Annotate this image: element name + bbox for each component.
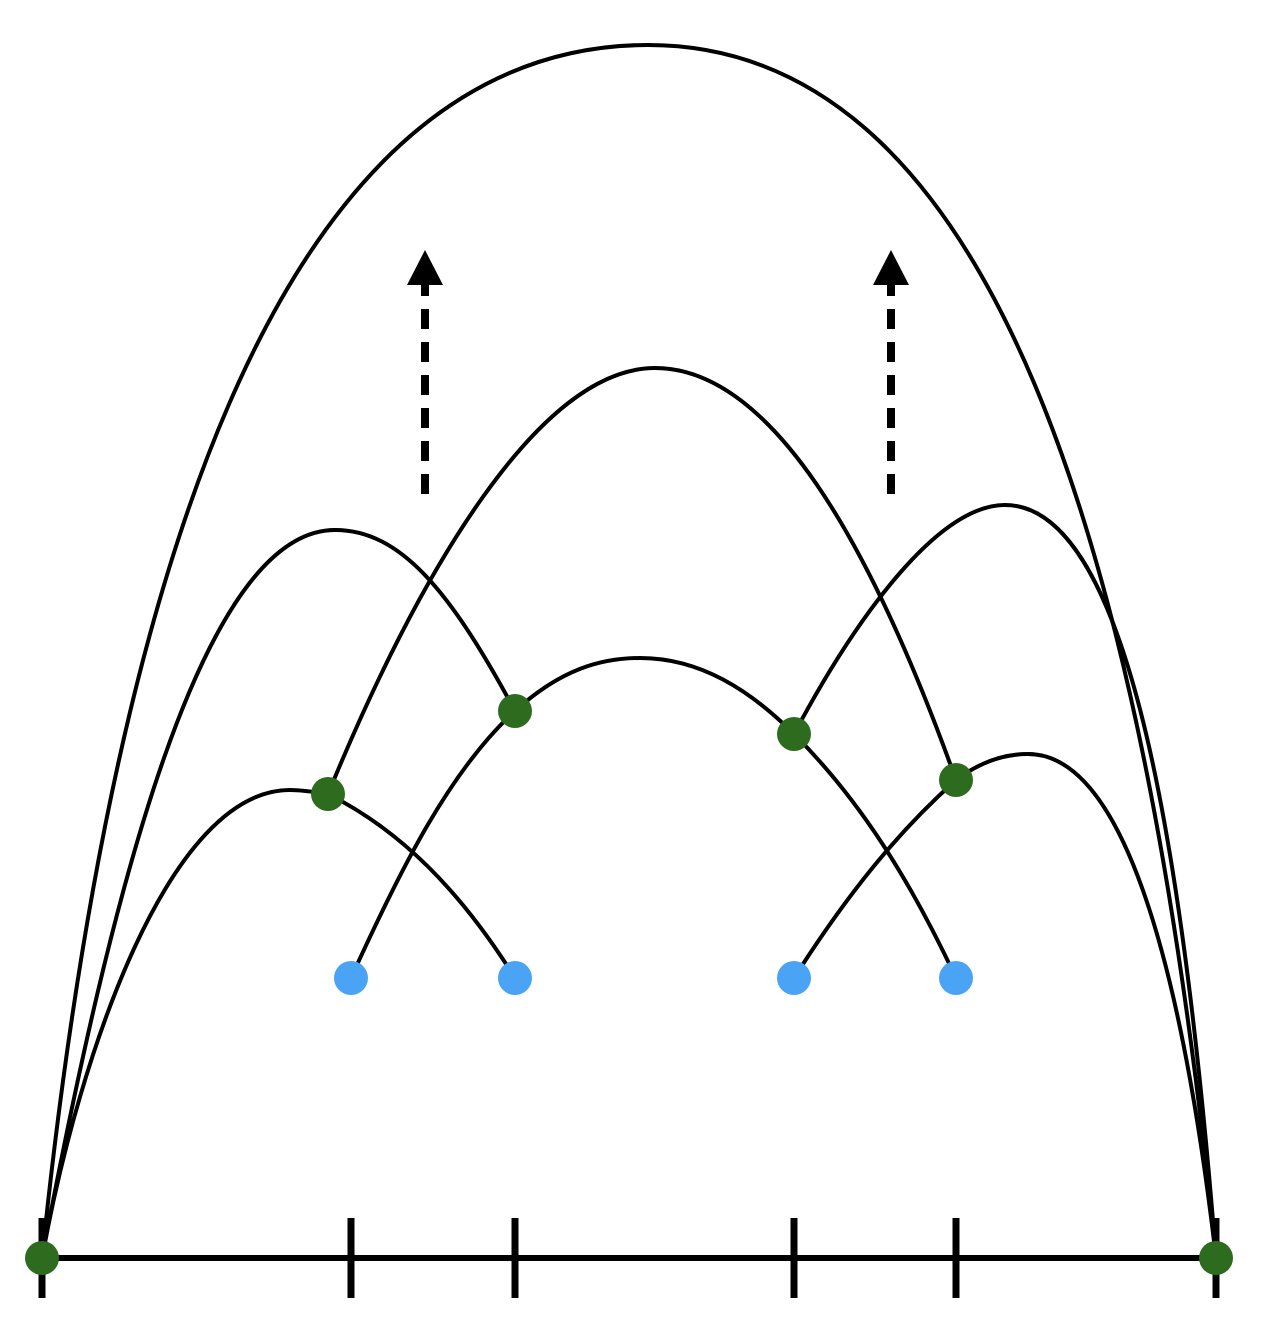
arc-blue-3-to-green-4 <box>792 778 958 980</box>
arc-green-3-to-blue-4 <box>792 732 958 980</box>
node-layer <box>25 694 1233 1275</box>
arrow-head <box>873 250 909 285</box>
arrow-head <box>407 250 443 285</box>
node-green-1 <box>311 777 345 811</box>
arc-green-1-to-green-4 <box>326 365 958 796</box>
arc-outer <box>40 42 1218 1260</box>
arc-green-2-to-green-3 <box>513 655 796 736</box>
node-base-right <box>1199 1241 1233 1275</box>
node-green-3 <box>777 717 811 751</box>
arc-green-4-to-base-right <box>954 751 1218 1260</box>
node-blue-2 <box>498 961 532 995</box>
node-blue-1 <box>334 961 368 995</box>
arc-base-left-to-green-1 <box>40 787 330 1260</box>
node-base-left <box>25 1241 59 1275</box>
dashed-up-arrow-right <box>873 250 909 494</box>
node-blue-4 <box>939 961 973 995</box>
node-green-4 <box>939 763 973 797</box>
dashed-up-arrow-left <box>407 250 443 494</box>
node-blue-3 <box>777 961 811 995</box>
arc-blue-1-to-green-2 <box>349 709 517 980</box>
arc-green-1-to-blue-2 <box>326 792 517 980</box>
node-green-2 <box>498 694 532 728</box>
arc-green-3-to-base-right <box>792 502 1218 1260</box>
arc-base-left-to-green-2 <box>40 527 517 1260</box>
